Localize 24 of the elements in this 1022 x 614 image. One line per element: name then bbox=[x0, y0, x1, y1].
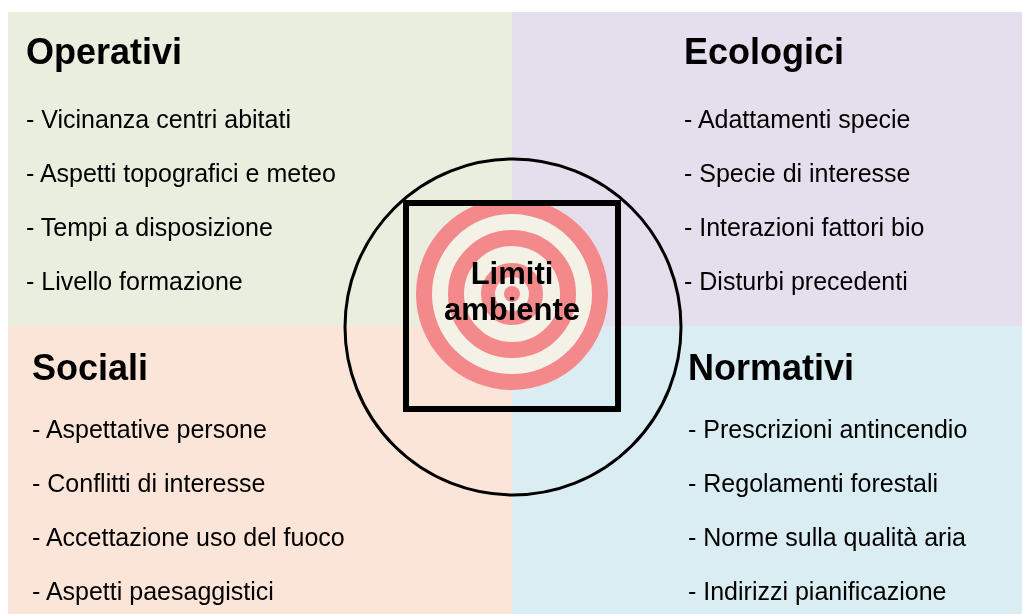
list-item: - Tempi a disposizione bbox=[26, 212, 273, 242]
list-item: - Norme sulla qualità aria bbox=[688, 522, 966, 552]
quadrant-panel bbox=[8, 326, 512, 614]
quadrant-panel bbox=[512, 326, 1022, 614]
square-frame bbox=[403, 200, 621, 412]
list-item: - Accettazione uso del fuoco bbox=[32, 522, 345, 552]
list-item: - Vicinanza centri abitati bbox=[26, 104, 291, 134]
list-item: - Specie di interesse bbox=[684, 158, 911, 188]
heading: Ecologici bbox=[684, 32, 845, 72]
list-item: - Aspettative persone bbox=[32, 414, 267, 444]
list-item: - Aspetti topografici e meteo bbox=[26, 158, 336, 188]
list-item: - Prescrizioni antincendio bbox=[688, 414, 968, 444]
list-item: - Adattamenti specie bbox=[684, 104, 911, 134]
heading: Normativi bbox=[688, 348, 855, 388]
heading: Sociali bbox=[32, 348, 149, 388]
list-item: - Regolamenti forestali bbox=[688, 468, 939, 498]
list-item: - Conflitti di interesse bbox=[32, 468, 266, 498]
heading: Operativi bbox=[26, 32, 183, 72]
list-item: - Disturbi precedenti bbox=[684, 266, 908, 296]
center-label: Limiti ambiente bbox=[442, 256, 582, 328]
list-item: - Livello formazione bbox=[26, 266, 243, 296]
list-item: - Indirizzi pianificazione bbox=[688, 576, 947, 606]
list-item: - Aspetti paesaggistici bbox=[32, 576, 274, 606]
list-item: - Interazioni fattori bio bbox=[684, 212, 925, 242]
